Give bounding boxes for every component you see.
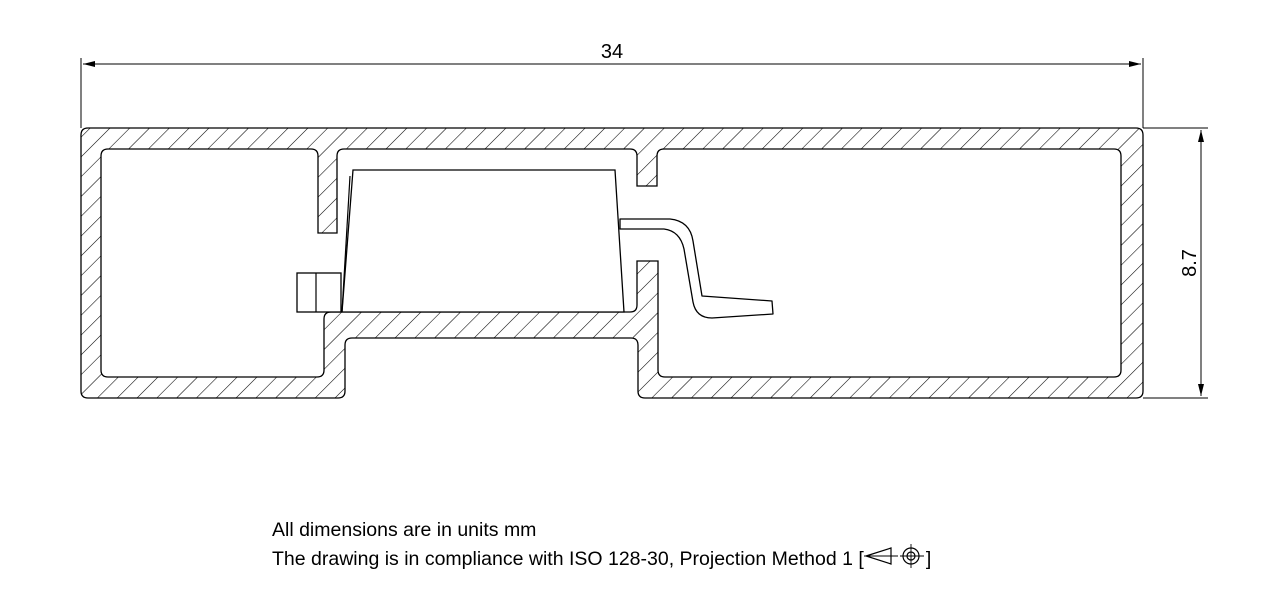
height-dimension: 8.7 (1143, 127, 1208, 399)
width-dimension: 34 (80, 41, 1144, 128)
profile-section (80, 127, 1144, 399)
component-lead (619, 218, 774, 319)
compliance-note-text: The drawing is in compliance with ISO 12… (272, 548, 864, 570)
width-dimension-label: 34 (601, 41, 623, 63)
drawing-notes: All dimensions are in units mm The drawi… (272, 517, 931, 573)
height-dimension-label: 8.7 (1179, 249, 1201, 277)
units-note: All dimensions are in units mm (272, 519, 537, 541)
first-angle-projection-icon (863, 544, 924, 568)
component-tab (296, 272, 342, 313)
compliance-note: The drawing is in compliance with ISO 12… (272, 544, 931, 573)
component-left-edge (341, 175, 351, 313)
component-body (341, 169, 625, 313)
compliance-note-close: ] (925, 548, 932, 570)
